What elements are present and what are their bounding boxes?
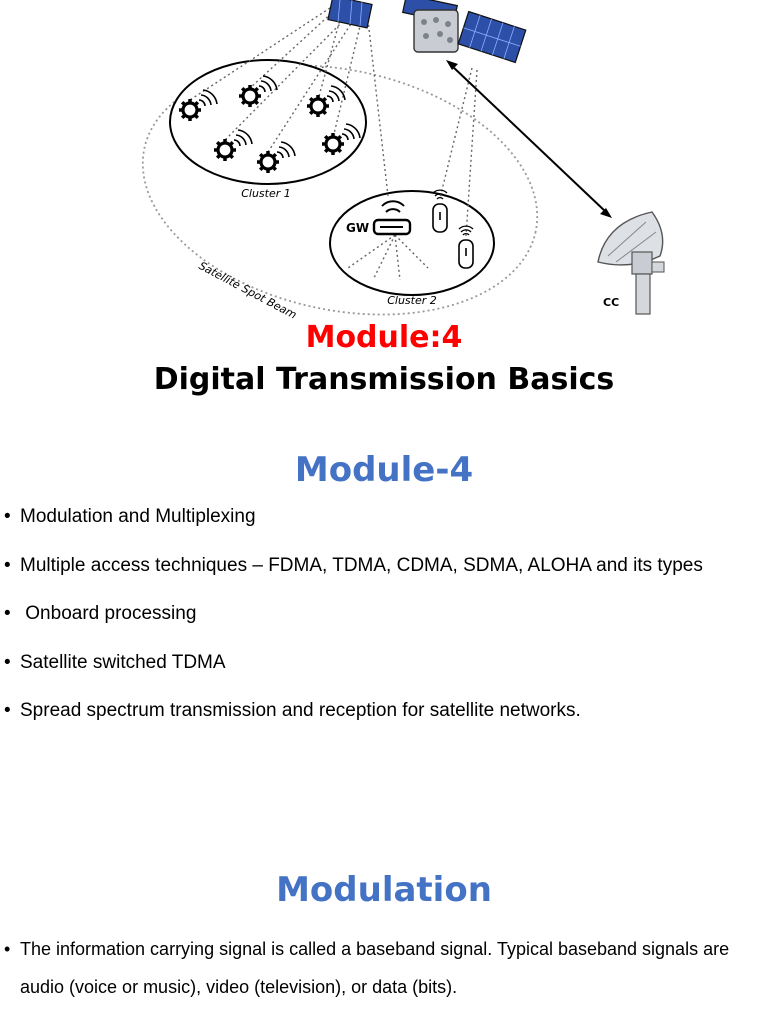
slide-heading-module: Module-4 — [294, 450, 474, 490]
gw-label: GW — [346, 221, 369, 235]
list-item: •Modulation and Multiplexing — [4, 506, 256, 527]
slide-heading-modulation: Modulation — [276, 870, 492, 910]
list-item: •Multiple access techniques – FDMA, TDMA… — [4, 554, 703, 576]
modulation-text-list: •The information carrying signal is call… — [4, 930, 764, 1006]
module-label: Module:4 — [305, 320, 463, 355]
cluster2-label: Cluster 2 — [387, 294, 437, 307]
list-item: •Spread spectrum transmission and recept… — [4, 700, 581, 721]
bullet-glyph: • — [4, 939, 11, 959]
module-topics-list: •Modulation and Multiplexing •Multiple a… — [4, 506, 764, 749]
spot-beam-label: Satellite Spot Beam — [197, 259, 299, 320]
satellite-icon — [401, 0, 527, 64]
satellite-icon — [327, 0, 373, 29]
bullet-glyph: • — [4, 700, 11, 721]
page-title: Digital Transmission Basics — [153, 362, 615, 397]
list-item: •The information carrying signal is call… — [4, 930, 764, 1006]
bullet-glyph: • — [4, 651, 11, 673]
cluster1-label: Cluster 1 — [241, 187, 291, 200]
satellite-network-diagram: GW Cluster 1 Cluster 2 Satellite Spot Be… — [141, 0, 665, 320]
bullet-glyph: • — [4, 603, 11, 624]
list-item: •Satellite switched TDMA — [4, 651, 226, 673]
bullet-glyph: • — [4, 506, 11, 527]
dish-antenna-icon — [597, 211, 665, 315]
list-item: • Onboard processing — [4, 603, 197, 624]
cc-label: CC — [603, 296, 619, 309]
bullet-glyph: • — [4, 554, 11, 576]
